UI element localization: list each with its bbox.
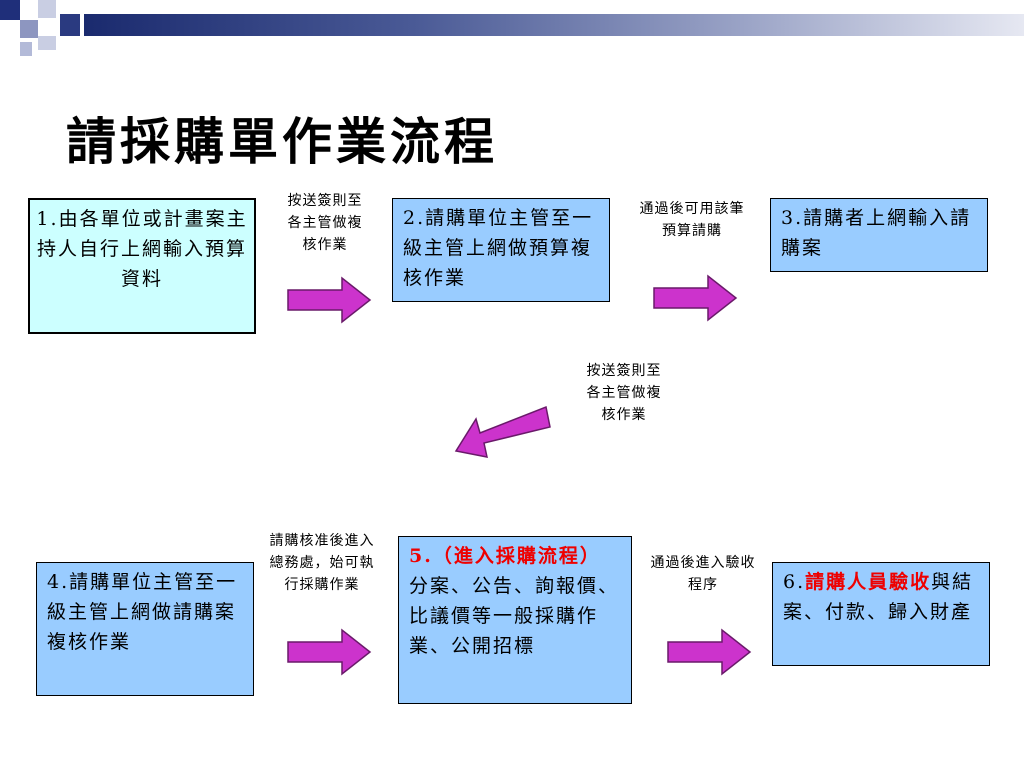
step-1-box: 1.由各單位或計畫案主持人自行上網輸入預算資料 [28,198,256,334]
header-square [38,0,56,18]
step-3-box: 3.請購者上網輸入請購案 [770,198,988,272]
header-square [38,36,56,50]
step-text: 請購單位主管至一級主管上網做請購案複核作業 [47,571,238,653]
step-4-box: 4.請購單位主管至一級主管上網做請購案複核作業 [36,562,254,696]
step-highlight: 請購人員驗收 [805,571,932,593]
slide-title: 請採購單作業流程 [66,112,498,171]
right-arrow-icon [667,628,752,676]
note-4: 請購核准後進入總務處，始可執行採購作業 [269,533,375,593]
step-text: 與結案、付款、歸入財產 [783,571,974,623]
step-2-box: 2.請購單位主管至一級主管上網做預算複核作業 [392,198,610,302]
header-square [0,0,20,20]
header-square [60,14,80,36]
step-number: 3. [781,207,804,229]
step-6-box: 6.請購人員驗收與結案、付款、歸入財產 [772,562,990,666]
note-2: 通過後可用該筆預算請購 [639,201,745,239]
step-number: 5. [409,545,433,567]
step-number: 4. [47,571,70,593]
header-gradient-bar [84,14,1024,36]
right-arrow-icon [287,628,372,676]
step-number: 2. [403,207,426,229]
step-text: 分案、公告、詢報價、比議價等一般採購作業、公開招標 [409,575,620,657]
step-text: 請購者上網輸入請購案 [781,207,972,259]
step-highlight: （進入採購流程） [432,545,601,567]
right-arrow-icon [287,276,372,324]
note-5: 通過後進入驗收程序 [650,555,756,593]
note-3: 按送簽則至各主管做複核作業 [586,363,662,423]
right-arrow-icon [653,274,738,322]
step-text: 請購單位主管至一級主管上網做預算複核作業 [403,207,594,289]
note-1: 按送簽則至各主管做複核作業 [287,193,363,253]
step-number: 6. [783,571,806,593]
step-number: 1. [36,208,59,230]
diagonal-arrow-icon [454,405,551,458]
step-5-box: 5.（進入採購流程） 分案、公告、詢報價、比議價等一般採購作業、公開招標 [398,536,632,704]
header-square [20,42,32,56]
header-square [20,20,38,38]
step-text: 由各單位或計畫案主持人自行上網輸入預算資料 [36,208,248,290]
